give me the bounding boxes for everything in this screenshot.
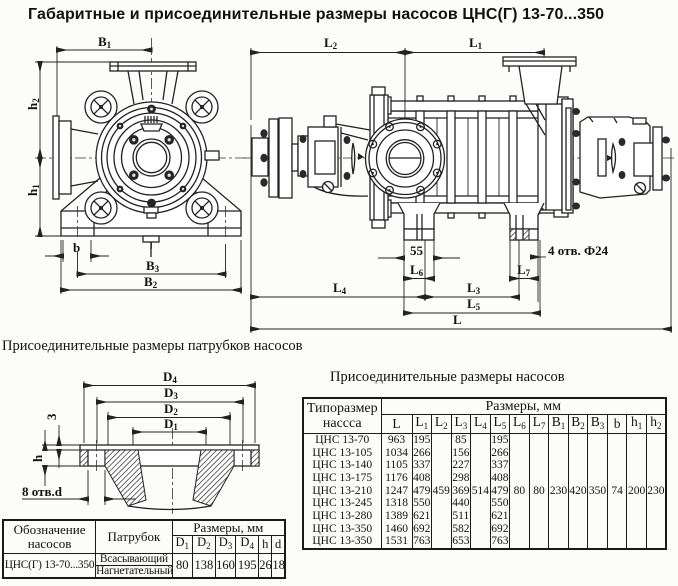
svg-text:8 отв.d: 8 отв.d [22, 484, 63, 499]
svg-text:D4: D4 [163, 369, 177, 385]
svg-text:L5: L5 [467, 296, 481, 312]
svg-text:B1: B1 [98, 34, 112, 50]
svg-text:L3: L3 [467, 280, 481, 296]
svg-text:L6: L6 [410, 262, 424, 278]
svg-text:B2: B2 [144, 274, 158, 290]
svg-text:D3: D3 [164, 385, 178, 401]
svg-text:55: 55 [410, 243, 424, 258]
svg-text:B3: B3 [146, 258, 160, 274]
svg-text:h2: h2 [25, 98, 41, 110]
svg-text:b: b [73, 240, 80, 255]
svg-text:D2: D2 [164, 401, 178, 417]
svg-text:h1: h1 [25, 184, 41, 196]
svg-text:L4: L4 [333, 280, 347, 296]
svg-text:4 отв. Ф24: 4 отв. Ф24 [548, 243, 609, 258]
svg-text:L: L [453, 312, 462, 327]
svg-text:h: h [30, 454, 45, 462]
svg-text:3: 3 [44, 413, 59, 420]
svg-text:L2: L2 [324, 35, 338, 51]
svg-text:L1: L1 [469, 35, 483, 51]
svg-text:D1: D1 [164, 416, 178, 432]
